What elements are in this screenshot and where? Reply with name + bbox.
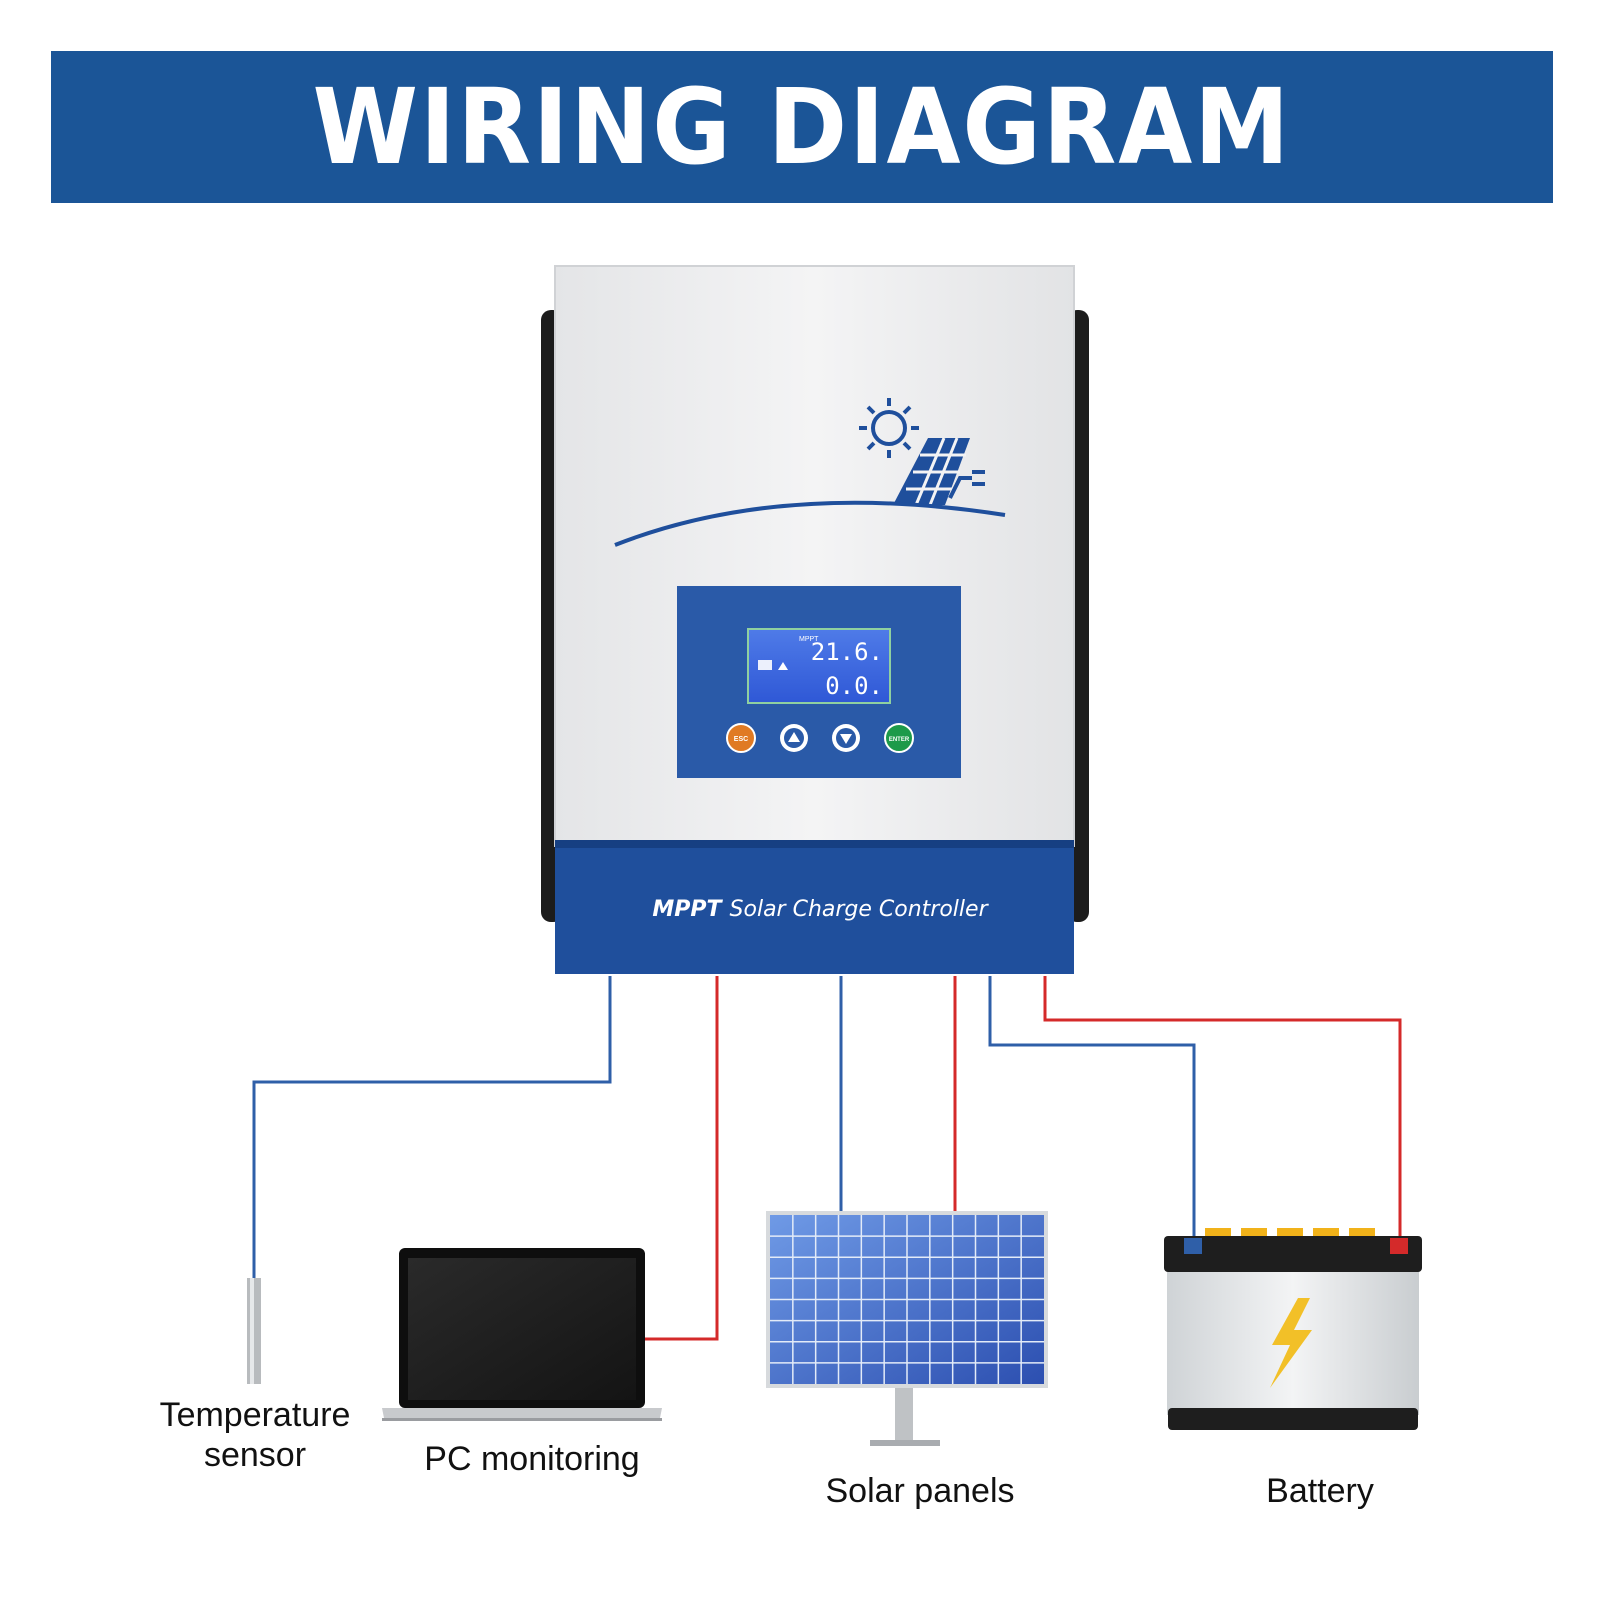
battery-negative-terminal	[1184, 1238, 1202, 1254]
temperature-sensor-label-line1: Temperature	[159, 1396, 351, 1434]
temperature-sensor-icon	[247, 1278, 261, 1384]
battery-positive-terminal	[1390, 1238, 1408, 1254]
pc-monitoring-label: PC monitoring	[424, 1440, 640, 1478]
sensor-wire	[252, 976, 612, 1278]
temperature-sensor-label-line2: sensor	[203, 1436, 307, 1474]
lcd-bottom-value: 0.0.	[825, 672, 883, 700]
battery-icon	[1164, 1228, 1422, 1430]
solar-panels-label: Solar panels	[825, 1472, 1015, 1510]
title-banner: WIRING DIAGRAM	[51, 51, 1553, 203]
battery-label: Battery	[1266, 1472, 1374, 1510]
temperature-sensor-label: Temperature sensor	[130, 1395, 380, 1475]
lightning-icon	[1270, 1298, 1312, 1388]
plug-icon	[948, 470, 985, 499]
enter-button[interactable]: ENTER	[884, 723, 914, 753]
svg-text:ESC: ESC	[734, 736, 748, 743]
logo-swoosh	[614, 500, 1006, 547]
svg-text:ENTER: ENTER	[889, 737, 910, 743]
arrow-down-icon	[840, 734, 852, 744]
down-button[interactable]	[832, 724, 860, 752]
wires	[252, 976, 1402, 1341]
lcd-top-value: 21.6.	[811, 638, 883, 666]
battery-positive-wire	[1043, 976, 1402, 1240]
up-button[interactable]	[780, 724, 808, 752]
sun-icon	[859, 398, 919, 458]
pc-wire	[645, 976, 719, 1341]
page-title: WIRING DIAGRAM	[312, 66, 1292, 188]
solar-panel-icon	[766, 1211, 1048, 1446]
arrow-up-icon	[788, 732, 800, 742]
laptop-icon	[382, 1248, 662, 1421]
esc-button[interactable]: ESC	[726, 723, 756, 753]
controller-band	[555, 840, 1074, 974]
battery-negative-wire	[988, 976, 1196, 1240]
lcd-tag: MPPT	[799, 636, 819, 643]
